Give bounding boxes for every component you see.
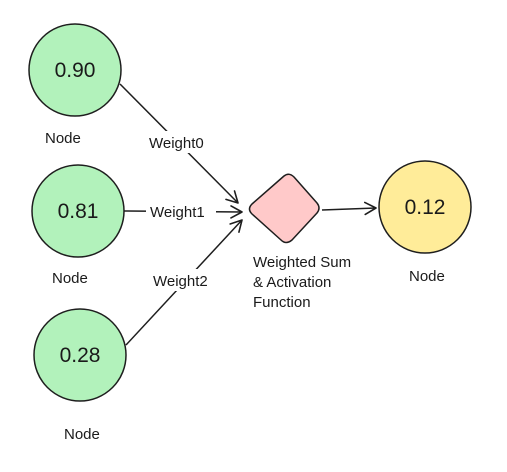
input-node-2-value: 0.28 xyxy=(60,344,101,367)
input-node-2-label: Node xyxy=(64,426,100,443)
input-node-1: 0.81 xyxy=(31,164,125,258)
input-node-1-label: Node xyxy=(52,270,88,287)
output-node-value: 0.12 xyxy=(405,196,446,219)
edge-output xyxy=(321,201,377,216)
input-node-2: 0.28 xyxy=(33,308,127,402)
weight1-label: Weight1 xyxy=(150,204,205,221)
input-node-1-value: 0.81 xyxy=(58,200,99,223)
weight0-label-bg xyxy=(145,131,215,153)
weight1-label-bg xyxy=(146,200,216,222)
weight2-label: Weight2 xyxy=(153,273,208,290)
input-node-0-label: Node xyxy=(45,130,81,147)
input-node-0: 0.90 xyxy=(28,23,122,117)
activation-label-line-2: & Activation xyxy=(253,274,331,291)
activation-diamond xyxy=(248,173,320,244)
weight2-label-bg xyxy=(149,269,219,291)
output-node-label: Node xyxy=(409,268,445,285)
input-node-0-value: 0.90 xyxy=(55,59,96,82)
activation-label-line-1: Weighted Sum xyxy=(253,254,351,271)
weight0-label: Weight0 xyxy=(149,135,204,152)
output-node: 0.12 xyxy=(378,160,472,254)
activation-label-line-3: Function xyxy=(253,294,311,311)
